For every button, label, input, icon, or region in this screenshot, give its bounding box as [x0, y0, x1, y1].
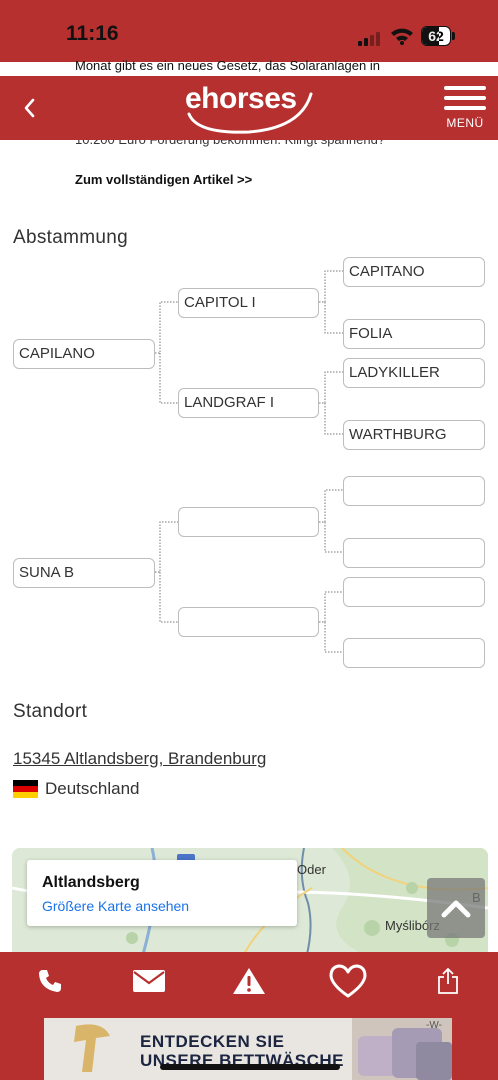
report-button[interactable] — [225, 958, 273, 1004]
scroll-to-top-button[interactable] — [427, 878, 485, 938]
ad-logo-icon — [74, 1024, 110, 1072]
location-address-link[interactable]: 15345 Altlandsberg, Brandenburg — [13, 749, 267, 768]
horse-dam-dam-sire — [343, 577, 485, 607]
home-indicator — [160, 1064, 340, 1070]
back-button[interactable] — [14, 90, 44, 126]
ad-bedding-image — [352, 1018, 452, 1080]
chevron-up-icon — [441, 900, 471, 918]
favorite-button[interactable] — [324, 958, 372, 1004]
pedigree-tree: CAPILANO CAPITOL I LANDGRAF I CAPITANO F… — [0, 250, 498, 680]
menu-button[interactable]: MENÜ — [440, 84, 490, 136]
menu-label: MENÜ — [446, 116, 484, 130]
logo-text: ehorses — [185, 82, 297, 115]
map-label-oder: Oder — [297, 862, 326, 877]
email-button[interactable] — [125, 958, 173, 1004]
location-title: Standort — [13, 701, 88, 722]
horse-dam[interactable]: SUNA B — [13, 558, 155, 588]
call-button[interactable] — [26, 958, 74, 1004]
article-text-top: Monat gibt es ein neues Gesetz, das Sola… — [75, 58, 380, 73]
country-name: Deutschland — [45, 779, 140, 798]
horse-dam-sire-dam — [343, 538, 485, 568]
status-bar: 11:16 62 — [0, 0, 498, 62]
warning-icon — [233, 968, 265, 994]
horse-sire-sire[interactable]: CAPITOL I — [178, 288, 319, 318]
bottom-action-bar — [0, 952, 498, 1010]
phone-icon — [39, 970, 61, 992]
germany-flag-icon — [13, 780, 38, 798]
full-article-link[interactable]: Zum vollständigen Artikel >> — [75, 172, 253, 187]
ehorses-logo[interactable]: ehorses — [183, 80, 319, 134]
mail-icon — [133, 970, 165, 992]
map-place-name: Altlandsberg — [42, 874, 140, 891]
larger-map-link[interactable]: Größere Karte ansehen — [42, 898, 190, 914]
ad-line-1: ENTDECKEN SIE — [140, 1032, 285, 1051]
horse-dam-dam-dam — [343, 638, 485, 668]
horse-dam-sire — [178, 507, 319, 537]
horse-sire-sire-sire[interactable]: CAPITANO — [343, 257, 485, 287]
horse-sire-sire-dam[interactable]: FOLIA — [343, 319, 485, 349]
site-header: ehorses MENÜ — [0, 76, 498, 140]
heart-icon — [329, 964, 367, 998]
horse-sire-dam[interactable]: LANDGRAF I — [178, 388, 319, 418]
wifi-icon — [390, 27, 414, 45]
share-icon — [438, 967, 458, 994]
horse-sire-dam-dam[interactable]: WARTHBURG — [343, 420, 485, 450]
battery-level: 62 — [428, 28, 444, 44]
battery-icon: 62 — [421, 26, 455, 46]
horse-sire-dam-sire[interactable]: LADYKILLER — [343, 358, 485, 388]
signal-icon — [358, 30, 382, 46]
pedigree-title: Abstammung — [13, 227, 128, 248]
horse-dam-dam — [178, 607, 319, 637]
map-info-card: Altlandsberg Größere Karte ansehen — [27, 860, 297, 926]
horse-dam-sire-sire — [343, 476, 485, 506]
map-label-mysliborz: Myślibórz — [385, 918, 440, 933]
ad-content[interactable]: ENTDECKEN SIE UNSERE BETTWÄSCHE -W- — [44, 1018, 452, 1080]
horse-sire[interactable]: CAPILANO — [13, 339, 155, 369]
chevron-left-icon — [24, 98, 35, 118]
status-time: 11:16 — [66, 22, 119, 45]
ad-banner[interactable]: ENTDECKEN SIE UNSERE BETTWÄSCHE -W- — [0, 1010, 498, 1080]
ad-corner-text: -W- — [426, 1020, 442, 1031]
share-button[interactable] — [424, 958, 472, 1004]
location-map[interactable]: Altlandsberg Größere Karte ansehen Oder … — [12, 848, 488, 958]
